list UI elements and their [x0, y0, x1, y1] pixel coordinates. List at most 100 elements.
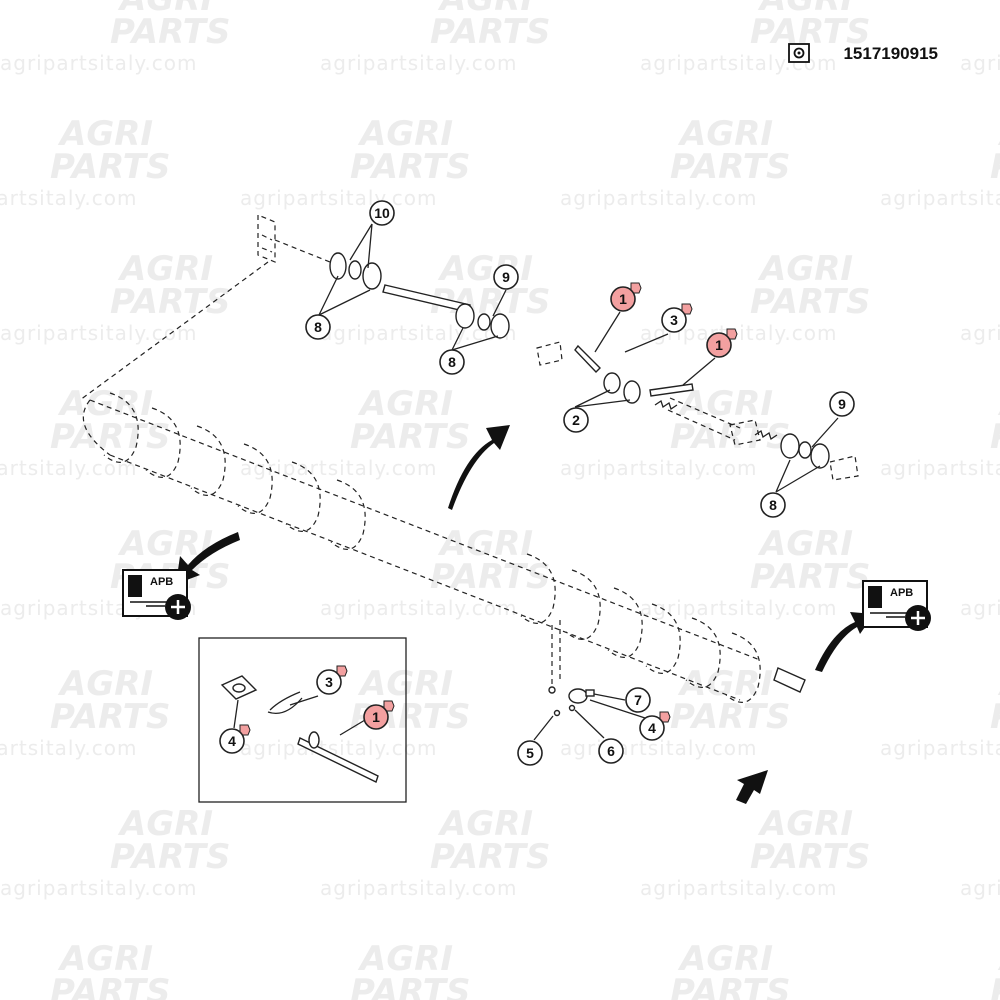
callout-number: 8 [314, 319, 322, 335]
watermark-url: agripartsitaly.com [0, 456, 137, 480]
watermark-logo: PARTS [670, 972, 790, 1000]
watermark-url: agripartsitaly.com [320, 51, 517, 75]
watermark-url: agripartsitaly.com [560, 736, 757, 760]
callout-1[interactable]: 1 [706, 328, 738, 358]
callout-2[interactable]: 2 [563, 407, 589, 433]
apb-left[interactable]: APB [122, 569, 191, 620]
watermark-logo: PARTS [670, 147, 790, 187]
watermark-logo: PARTS [990, 972, 1000, 1000]
watermark-url: agripartsitaly.com [880, 736, 1000, 760]
watermark-url: agripartsitaly.com [560, 456, 757, 480]
callout-circle [639, 715, 665, 741]
watermark-logo: AGRI [757, 249, 853, 289]
callout-7[interactable]: 7 [625, 687, 651, 713]
watermark-logo: PARTS [350, 147, 470, 187]
callout-9[interactable]: 9 [829, 391, 855, 417]
auger-flight [237, 443, 273, 514]
arrow-left-icon [176, 532, 240, 584]
callout-circle [439, 349, 465, 375]
callout-6[interactable]: 6 [598, 738, 624, 764]
watermark-logo: PARTS [990, 697, 1000, 737]
watermark-logo: AGRI [117, 804, 213, 844]
watermark-url: agripartsitaly.com [0, 321, 197, 345]
watermark-url: agripartsitaly.com [320, 876, 517, 900]
callout-number: 7 [634, 692, 642, 708]
callout-number: 1 [372, 709, 380, 725]
watermark-url: agripartsitaly.com [240, 456, 437, 480]
callout-number: 8 [448, 354, 456, 370]
watermark-logo: PARTS [430, 557, 550, 597]
watermark-logo: PARTS [750, 837, 870, 877]
watermark-logo: AGRI [437, 0, 533, 19]
watermark-logo: PARTS [750, 557, 870, 597]
callout-circle [563, 407, 589, 433]
arrow-right-icon [815, 612, 874, 672]
watermark-logo: PARTS [750, 12, 870, 52]
callout-8[interactable]: 8 [305, 314, 331, 340]
callout-4[interactable]: 4 [639, 711, 671, 741]
watermark-url: agripartsitaly.com [960, 596, 1000, 620]
watermark-url: agripartsitaly.com [320, 596, 517, 620]
auger-flight [607, 587, 643, 658]
callout-number: 3 [325, 674, 333, 690]
watermark-url: agripartsitaly.com [560, 186, 757, 210]
callout-number: 3 [670, 312, 678, 328]
callout-circle [316, 669, 342, 695]
apb-right-label: APB [890, 587, 913, 599]
callout-3[interactable]: 3 [316, 665, 348, 695]
callout-circle [305, 314, 331, 340]
watermark-url: agripartsitaly.com [240, 186, 437, 210]
watermark-logo: PARTS [430, 837, 550, 877]
callout-circle [493, 264, 519, 290]
apb-left-label: APB [150, 576, 173, 588]
part-number-icon [788, 43, 810, 63]
callout-8[interactable]: 8 [439, 349, 465, 375]
callout-number: 4 [228, 733, 236, 749]
callout-circle [517, 740, 543, 766]
watermark-logo: PARTS [50, 972, 170, 1000]
auger-flight [103, 392, 139, 463]
watermark-logo: PARTS [110, 12, 230, 52]
watermark-logo: PARTS [50, 147, 170, 187]
callout-circle [661, 307, 687, 333]
callout-4[interactable]: 4 [219, 724, 251, 754]
callout-3[interactable]: 3 [661, 303, 693, 333]
watermark-logo: PARTS [350, 972, 470, 1000]
callout-8[interactable]: 8 [760, 492, 786, 518]
watermark-url: agripartsitaly.com [960, 321, 1000, 345]
callout-number: 4 [648, 720, 656, 736]
watermark-logo: AGRI [757, 0, 853, 19]
auger-flight [685, 617, 721, 688]
watermark-url: agripartsitaly.com [0, 876, 197, 900]
watermark-logo: AGRI [57, 664, 153, 704]
callout-1[interactable]: 1 [363, 700, 395, 730]
watermark-logo: AGRI [677, 114, 773, 154]
auger-flight [330, 479, 366, 550]
callout-circle [829, 391, 855, 417]
callout-number: 2 [572, 412, 580, 428]
callout-10[interactable]: 10 [369, 200, 395, 226]
watermark-logo: AGRI [357, 664, 453, 704]
part-number: 1517190915 [843, 44, 938, 63]
callout-9[interactable]: 9 [493, 264, 519, 290]
apb-right[interactable]: APB [862, 580, 931, 631]
watermark-logo: PARTS [670, 417, 790, 457]
callout-1[interactable]: 1 [610, 282, 642, 312]
auger-flight [145, 407, 181, 478]
arrow-down-icon [736, 770, 768, 804]
callout-5[interactable]: 5 [517, 740, 543, 766]
callout-circle [760, 492, 786, 518]
callout-number: 10 [374, 205, 390, 221]
watermark-logo: AGRI [57, 114, 153, 154]
watermark-logo: PARTS [750, 282, 870, 322]
watermark-logo: AGRI [677, 664, 773, 704]
auger-flight [520, 553, 556, 624]
watermark-url: agripartsitaly.com [0, 186, 137, 210]
watermark-logo: PARTS [990, 147, 1000, 187]
callout-number: 1 [619, 291, 627, 307]
watermark-url: agripartsitaly.com [640, 876, 837, 900]
callout-circle [363, 704, 389, 730]
watermark-logo: PARTS [350, 417, 470, 457]
watermark-logo: AGRI [757, 524, 853, 564]
